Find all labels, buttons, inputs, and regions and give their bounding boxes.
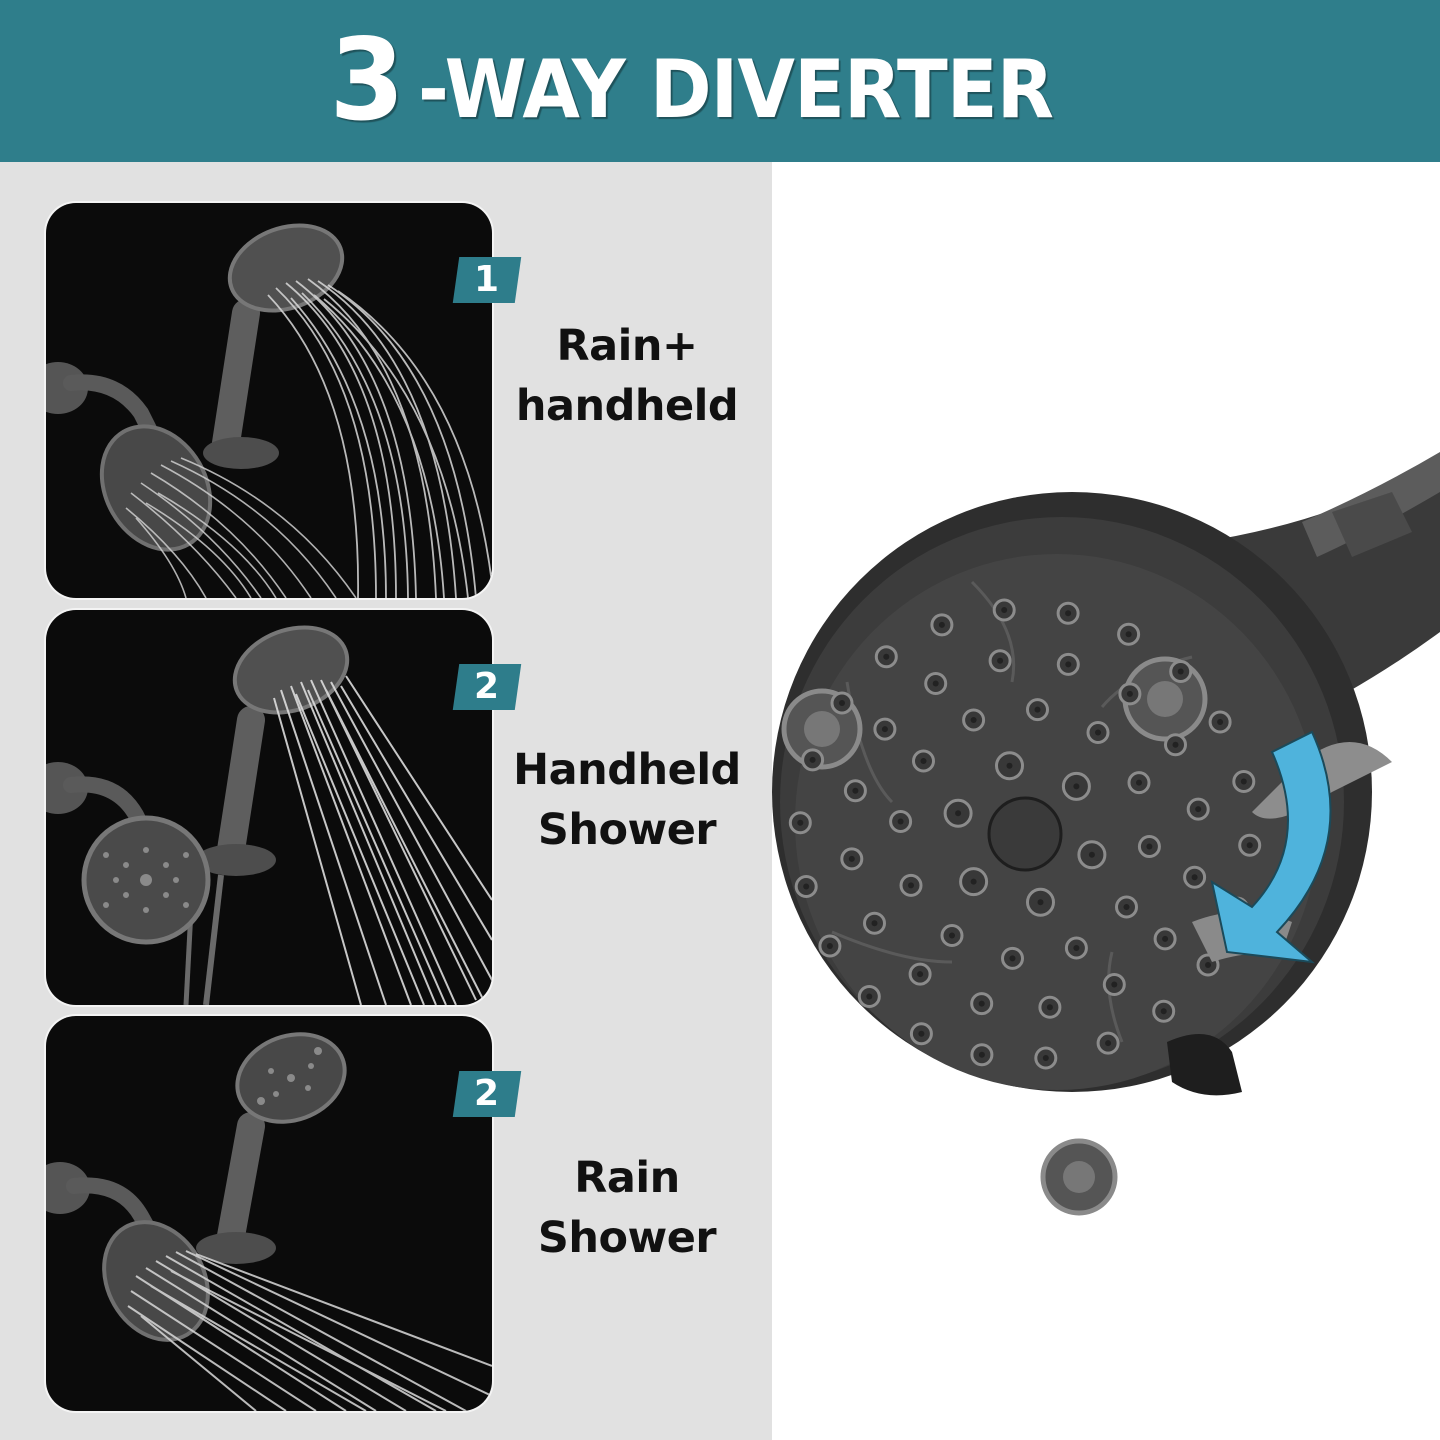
mode-label-line1: Rain — [574, 1153, 680, 1203]
badge-number: 1 — [474, 259, 500, 300]
mode-label-handheld: Handheld Shower — [492, 740, 762, 860]
mode-label-line1: Handheld — [513, 745, 741, 795]
shower-head-closeup-icon — [772, 452, 1440, 1216]
badge-number: 2 — [474, 666, 500, 707]
handheld-shower-icon — [46, 625, 492, 1005]
mode-number-badge-3: 2 — [452, 1071, 522, 1117]
curved-arrow-icon — [1210, 730, 1332, 964]
mode-number-badge-2: 2 — [452, 664, 522, 710]
mode-label-line1: Rain+ — [556, 321, 698, 371]
mode-image-rain-handheld — [46, 203, 492, 598]
page-title: 3 -WAY DIVERTER — [329, 14, 1100, 147]
rain-handheld-shower-icon — [46, 223, 492, 598]
mode-image-rain — [46, 1016, 492, 1411]
mode-label-rain: Rain Shower — [492, 1148, 762, 1268]
title-number: 3 — [329, 14, 404, 147]
mode-label-rain-handheld: Rain+ handheld — [492, 316, 762, 436]
rain-shower-icon — [46, 1032, 492, 1411]
mode-label-line2: Shower — [537, 1213, 717, 1263]
mode-label-line2: handheld — [515, 381, 739, 431]
title-banner: 3 -WAY DIVERTER — [0, 0, 1440, 162]
mode-image-handheld — [46, 610, 492, 1005]
mode-label-line2: Shower — [537, 805, 717, 855]
mode-number-badge-1: 1 — [452, 257, 522, 303]
badge-number: 2 — [474, 1073, 500, 1114]
hero-shower-head — [772, 162, 1440, 1440]
title-text: -WAY DIVERTER — [417, 43, 1054, 136]
